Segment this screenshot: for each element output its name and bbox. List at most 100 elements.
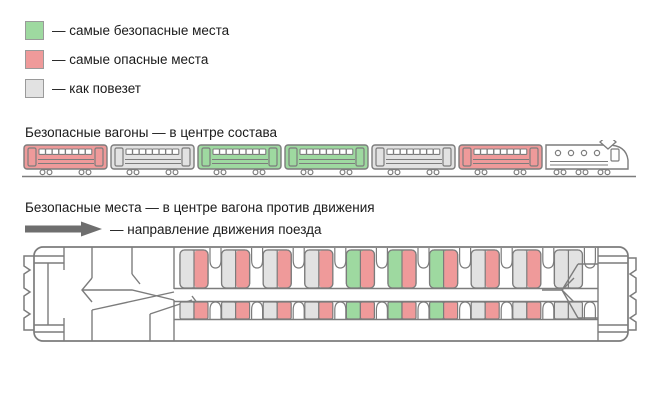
train-car-window <box>232 148 240 155</box>
train-car-window <box>171 148 180 155</box>
seat-block-top-5[interactable] <box>345 248 388 289</box>
seat-facing-top <box>526 250 541 288</box>
seat-block-top-9[interactable] <box>512 248 555 289</box>
train-diagram <box>22 140 638 180</box>
bogie-wheel <box>520 169 527 176</box>
train-car-bogie <box>213 168 227 176</box>
left-vestibule <box>23 247 65 341</box>
train-car-window <box>51 148 60 155</box>
seat-back-bottom <box>221 301 237 320</box>
bogie-wheel <box>252 169 259 176</box>
train-car-window <box>245 148 254 155</box>
seat-back-bottom <box>262 301 278 320</box>
legend-swatch-neutral <box>25 79 44 98</box>
seat-block-top-4[interactable] <box>304 248 347 289</box>
bogie-wheel <box>126 169 133 176</box>
seat-table-bottom <box>459 301 472 319</box>
seat-facing-top <box>277 250 292 288</box>
seat-table-bottom <box>375 301 388 319</box>
seat-block-bottom-7[interactable] <box>429 301 472 320</box>
train-car-window <box>225 148 234 155</box>
bogie-wheel <box>426 169 433 176</box>
train-car-door-right <box>442 147 452 167</box>
seat-block-top-1[interactable] <box>179 248 222 289</box>
legend: — самые безопасные места — самые опасные… <box>25 16 425 103</box>
seat-facing-bottom <box>359 301 375 320</box>
bogie-wheel <box>133 169 140 176</box>
train-car-5 <box>371 144 456 176</box>
train-car-6 <box>458 144 543 176</box>
seat-facing-bottom <box>276 301 292 320</box>
seat-back-top <box>429 250 444 288</box>
right-vestibule <box>542 247 637 341</box>
seat-block-top-6[interactable] <box>387 248 430 289</box>
train-car-window <box>138 148 147 155</box>
seat-block-top-7[interactable] <box>428 248 472 289</box>
train-car-door-left <box>288 147 298 167</box>
seat-table-bottom <box>292 301 305 319</box>
seat-back-bottom <box>345 301 361 320</box>
train-car-window <box>38 148 46 155</box>
section-heading-safe-seats: Безопасные места — в центре вагона проти… <box>25 200 375 215</box>
train-car-window <box>219 148 227 155</box>
seat-table-top <box>292 248 305 269</box>
seat-facing-bottom <box>484 301 500 320</box>
bogie-wheel <box>307 169 314 176</box>
seat-block-bottom-5[interactable] <box>345 301 388 320</box>
bogie-wheel <box>560 169 567 176</box>
seat-facing-top <box>235 250 250 288</box>
seat-facing-top <box>485 250 500 288</box>
train-car-window <box>306 148 314 155</box>
train-car-window <box>325 148 334 155</box>
train-car-3 <box>197 144 282 176</box>
train-car-window <box>258 148 267 155</box>
seat-back-top <box>346 250 361 288</box>
bogie-wheel <box>213 169 220 176</box>
seat-block-bottom-1[interactable] <box>179 301 222 320</box>
train-car-door-left <box>201 147 211 167</box>
seat-block-bottom-4[interactable] <box>304 301 347 320</box>
seat-table-bottom <box>251 301 264 319</box>
train-car-window <box>45 148 53 155</box>
train-car-window <box>125 148 133 155</box>
seat-block-bottom-6[interactable] <box>387 301 430 320</box>
train-car-window <box>393 148 401 155</box>
seat-facing-top <box>318 250 333 288</box>
seat-table-bottom <box>334 301 347 319</box>
bogie-wheel <box>474 169 481 176</box>
seat-table-bottom <box>542 301 555 319</box>
seat-table-top <box>583 248 596 269</box>
train-car-window <box>299 148 307 155</box>
seat-block-bottom-9[interactable] <box>512 301 555 320</box>
seat-table-top <box>417 248 430 269</box>
train-car-window <box>486 148 495 155</box>
seat-facing-bottom <box>193 301 209 320</box>
train-car-bogie <box>252 168 266 176</box>
bogie-wheel <box>575 169 582 176</box>
direction-of-travel-row: — направление движения поезда <box>25 219 322 239</box>
seat-block-top-3[interactable] <box>262 248 305 289</box>
seat-block-bottom-3[interactable] <box>262 301 305 320</box>
train-car-window <box>252 148 260 155</box>
train-car-window <box>151 148 160 155</box>
train-car-window <box>339 148 347 155</box>
seat-back-bottom <box>387 301 403 320</box>
train-car-window <box>432 148 441 155</box>
train-car-bogie <box>126 168 140 176</box>
seat-facing-bottom <box>443 301 459 320</box>
train-car-bogie <box>39 168 53 176</box>
seat-facing-bottom <box>526 301 542 320</box>
seat-block-top-8[interactable] <box>470 248 513 289</box>
train-car-door-right <box>268 147 278 167</box>
train-car-window <box>480 148 488 155</box>
seat-table-top <box>334 248 347 269</box>
seat-block-bottom-2[interactable] <box>221 301 264 320</box>
bogie-wheel <box>85 169 92 176</box>
bogie-wheel <box>78 169 85 176</box>
bogie-wheel <box>259 169 266 176</box>
seat-block-top-2[interactable] <box>220 248 264 289</box>
seat-block-bottom-8[interactable] <box>470 301 513 320</box>
seat-facing-bottom <box>235 301 251 320</box>
train-car-bogie <box>165 168 179 176</box>
seat-block-bottom-10[interactable] <box>553 301 596 320</box>
